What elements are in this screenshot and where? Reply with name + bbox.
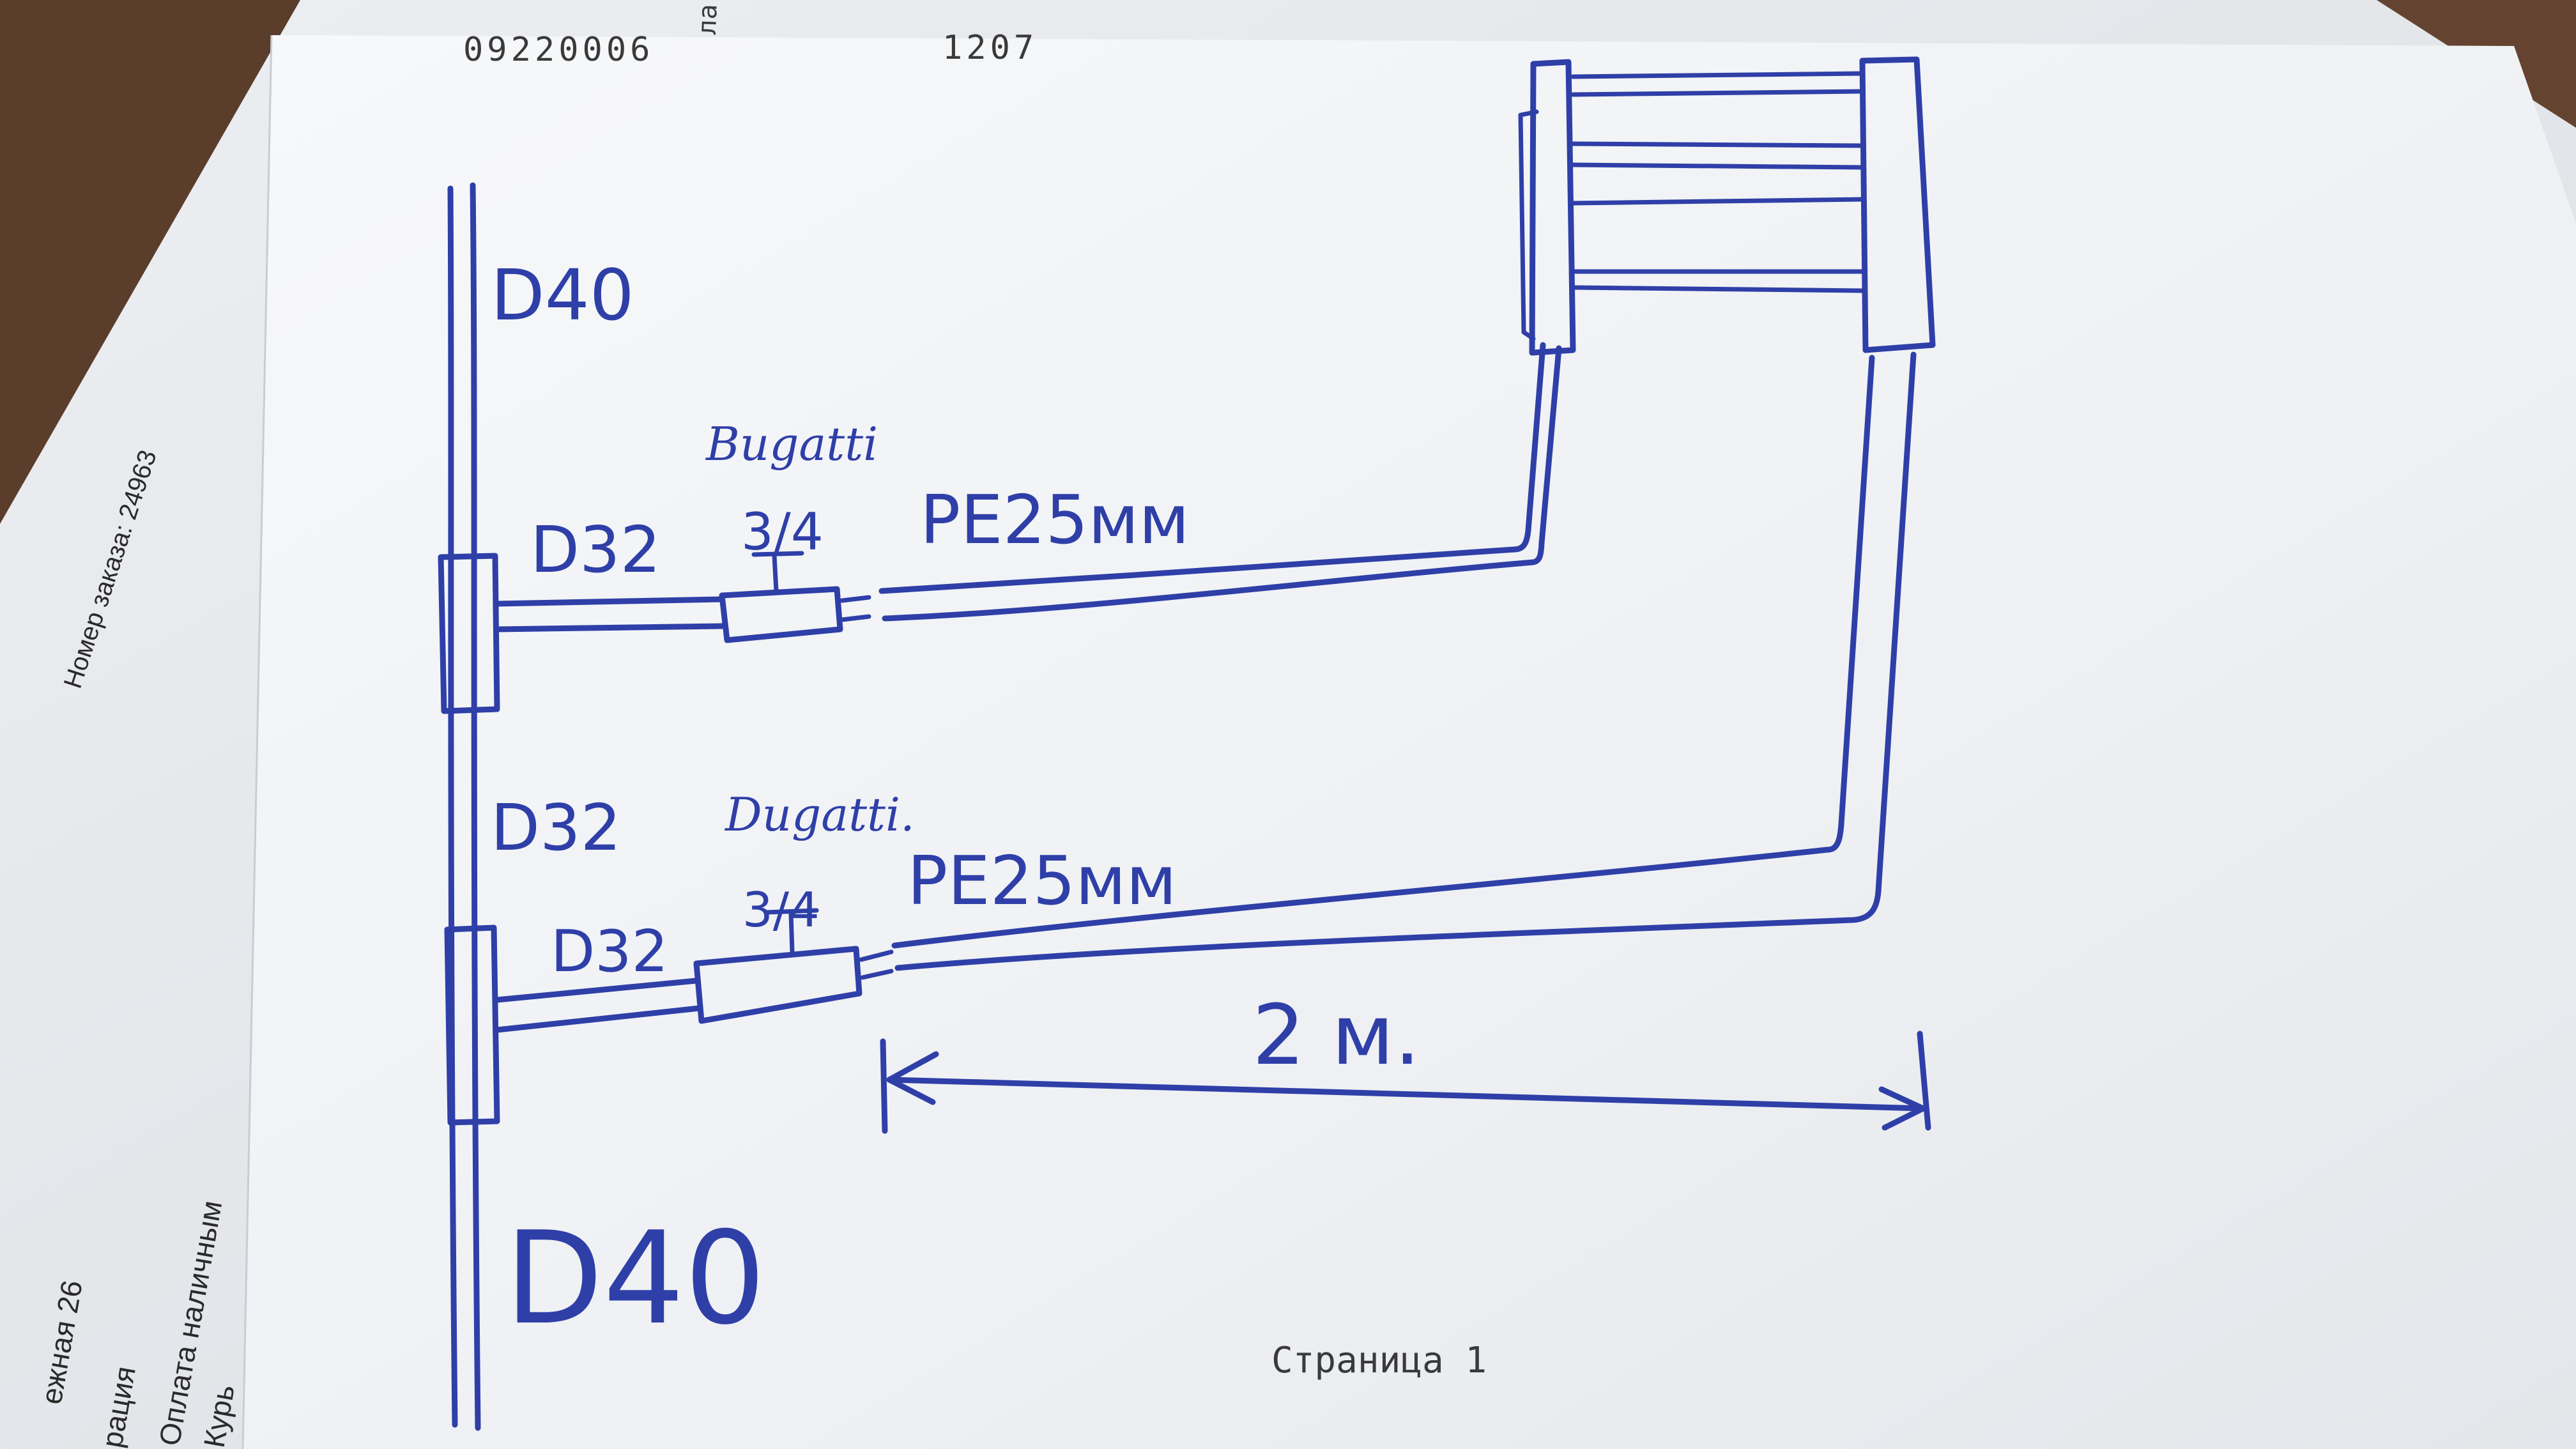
- lower-branch-pipe-label: D32: [551, 918, 668, 985]
- header-right-number: 1207: [942, 29, 1038, 67]
- dimension-line: [880, 1031, 1931, 1134]
- lower-pe-pipe-label: PE25мм: [907, 842, 1177, 920]
- upper-pe-pipe-label: PE25мм: [920, 481, 1190, 559]
- lower-valve: [693, 908, 894, 1024]
- document-number: 09220006: [463, 31, 654, 69]
- main-pipe-bottom-label: D40: [505, 1204, 766, 1353]
- main-sheet: [241, 34, 2576, 1449]
- upper-tee-fitting: [438, 553, 500, 714]
- main-pipe-middle-label: D32: [491, 790, 621, 865]
- upper-valve-size-label: 3/4: [741, 502, 824, 562]
- lower-valve-size-label: 3/4: [742, 882, 820, 938]
- upper-valve-brand-label: Bugatti: [705, 417, 878, 471]
- corner-fragment-text: ла: [693, 4, 723, 36]
- upper-pe-pipe: [878, 342, 1562, 622]
- page-label: Страница 1: [1271, 1340, 1487, 1381]
- lower-pe-pipe: [891, 351, 1917, 971]
- radiator: [1518, 56, 1936, 356]
- upper-branch-pipe-label: D32: [530, 512, 661, 587]
- upper-valve: [719, 551, 871, 643]
- dimension-label: 2 м.: [1252, 986, 1420, 1084]
- main-pipe-top-label: D40: [491, 254, 634, 336]
- lower-tee-fitting: [444, 924, 500, 1126]
- lower-valve-brand-label: Dugatti.: [724, 788, 915, 841]
- upper-branch-pipe: [494, 596, 725, 632]
- plumbing-sketch: D40 D32 Bugatti 3/4 PE25мм D32 D32 Dugat…: [438, 56, 1936, 1431]
- main-riser-pipe: [447, 182, 481, 1431]
- lower-branch-pipe: [494, 977, 703, 1033]
